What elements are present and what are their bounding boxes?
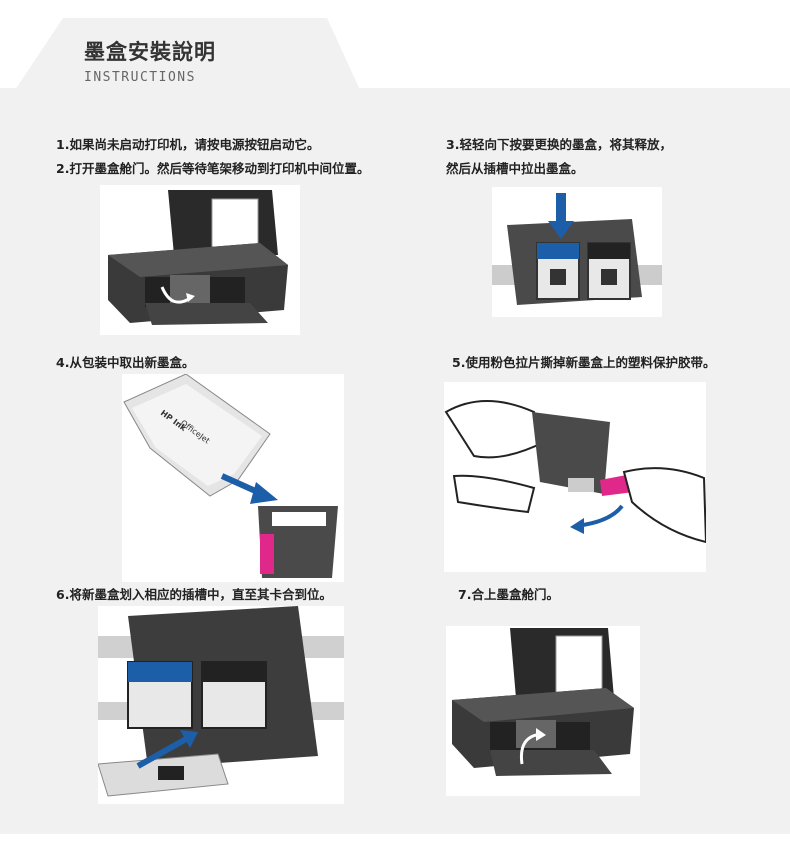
- step-7-text: 7.合上墨盒舱门。: [458, 587, 559, 602]
- illustration-remove-tape: [444, 382, 706, 572]
- step-5-text: 5.使用粉色拉片撕掉新墨盒上的塑料保护胶带。: [452, 355, 716, 370]
- step-1-text: 1.如果尚未启动打印机，请按电源按钮启动它。: [56, 137, 320, 152]
- page-title: 墨盒安裝說明: [84, 40, 216, 64]
- page-subtitle: INSTRUCTIONS: [84, 70, 196, 85]
- illustration-insert-cartridge: [98, 606, 344, 804]
- step-3-text-line2: 然后从插槽中拉出墨盒。: [446, 161, 584, 176]
- illustration-cartridge-release: [492, 187, 662, 317]
- step-6-text: 6.将新墨盒划入相应的插槽中，直至其卡合到位。: [56, 587, 332, 602]
- illustration-printer-close: [446, 626, 640, 796]
- header-tab: [15, 18, 360, 90]
- illustration-printer-open: [100, 185, 300, 335]
- illustration-cartridge-unpack: HP Ink OfficeJet: [122, 374, 344, 582]
- step-2-text: 2.打开墨盒舱门。然后等待笔架移动到打印机中间位置。: [56, 161, 370, 176]
- step-4-text: 4.从包装中取出新墨盒。: [56, 355, 195, 370]
- step-3-text-line1: 3.轻轻向下按要更换的墨盒，将其释放，: [446, 137, 672, 152]
